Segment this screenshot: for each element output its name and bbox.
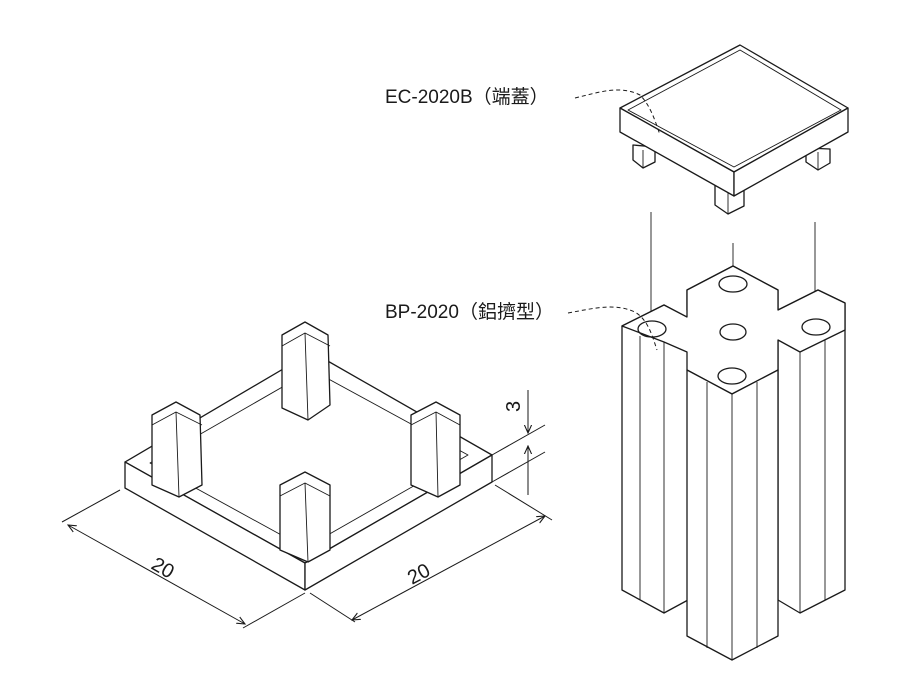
dimension-label-width-right: 20: [404, 560, 434, 590]
tray-peg: [279, 471, 331, 563]
profile-hole: [718, 275, 748, 293]
tray-peg: [281, 321, 331, 421]
profile-hole: [801, 318, 831, 336]
label-profile: BP-2020（鋁擠型）: [385, 301, 658, 351]
dimension-label-height: 3: [503, 401, 525, 412]
end-cap-ec2020b: [619, 44, 849, 215]
end-cap-front-right: [733, 107, 849, 197]
dimension-height: 3: [491, 390, 546, 495]
profile-center-hole: [719, 323, 747, 341]
label-end-cap: EC-2020B（端蓋）: [385, 86, 661, 136]
profile-hole: [717, 367, 747, 385]
tray-peg: [151, 401, 203, 498]
end-cap-leg: [805, 147, 831, 171]
tray-peg: [410, 401, 461, 498]
profile-top-face: [621, 265, 846, 395]
profile-hole: [637, 320, 667, 338]
end-cap-label: EC-2020B（端蓋）: [385, 86, 549, 108]
dimension-label-width-left: 20: [148, 553, 178, 583]
end-cap-detail-view: [124, 321, 493, 591]
aluminum-profile-bp2020: [621, 265, 846, 661]
profile-label: BP-2020（鋁擠型）: [385, 301, 554, 323]
